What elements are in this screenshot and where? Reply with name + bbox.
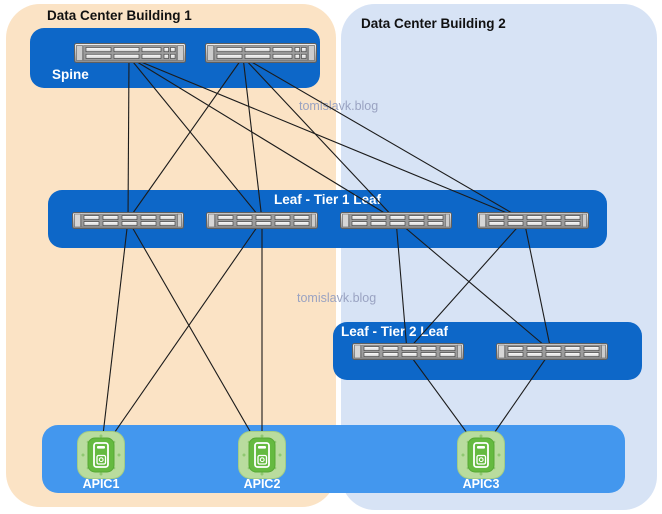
tier1-leaf-group-label: Leaf - Tier 1 Leaf <box>273 192 382 207</box>
spine-switch-2-switch-icon <box>205 43 317 63</box>
link-spine-switch-2-to-tier1-leaf-1 <box>127 56 244 221</box>
apic1-label: APIC1 <box>82 477 120 491</box>
apic2-server-icon <box>237 430 287 480</box>
building-1-label: Data Center Building 1 <box>47 8 192 23</box>
edge-lines <box>100 56 552 453</box>
link-tier1-leaf-1-to-apic1 <box>100 219 129 453</box>
link-spine-switch-1-to-tier1-leaf-3 <box>128 56 397 221</box>
tier1-leaf-3-switch-icon <box>340 212 452 229</box>
link-spine-switch-2-to-tier1-leaf-4 <box>242 56 525 221</box>
apic3-server-icon <box>456 430 506 480</box>
device-nodes <box>72 43 608 480</box>
watermark-text: tomislavk.blog <box>299 99 379 113</box>
link-spine-switch-1-to-tier1-leaf-2 <box>128 56 263 221</box>
link-tier1-leaf-1-to-apic2 <box>127 219 263 453</box>
apic2-label: APIC2 <box>243 477 281 491</box>
tier1-leaf-4-switch-icon <box>477 212 589 229</box>
tier2-leaf-1-switch-icon <box>352 343 464 360</box>
link-spine-switch-1-to-tier1-leaf-4 <box>128 56 525 221</box>
tier1-leaf-2-switch-icon <box>206 212 318 229</box>
watermark-text: tomislavk.blog <box>297 291 377 305</box>
spine-switch-1-switch-icon <box>74 43 186 63</box>
link-tier1-leaf-3-to-tier2-leaf-2 <box>395 219 552 352</box>
link-tier1-leaf-2-to-apic1 <box>100 219 263 453</box>
link-spine-switch-2-to-tier1-leaf-3 <box>242 56 397 221</box>
link-spine-switch-2-to-tier1-leaf-2 <box>242 56 263 221</box>
apic3-label: APIC3 <box>462 477 500 491</box>
link-tier1-leaf-4-to-tier2-leaf-2 <box>523 219 552 352</box>
apic-cluster-bar <box>42 425 625 493</box>
tier2-leaf-2-switch-icon <box>496 343 608 360</box>
spine-group-label: Spine <box>52 67 89 82</box>
tier1-leaf-1-switch-icon <box>72 212 184 229</box>
apic1-server-icon <box>76 430 126 480</box>
link-tier1-leaf-4-to-tier2-leaf-1 <box>406 219 525 352</box>
link-tier1-leaf-3-to-tier2-leaf-1 <box>395 219 408 352</box>
link-spine-switch-1-to-tier1-leaf-1 <box>127 56 130 221</box>
building-2-label: Data Center Building 2 <box>361 16 506 31</box>
